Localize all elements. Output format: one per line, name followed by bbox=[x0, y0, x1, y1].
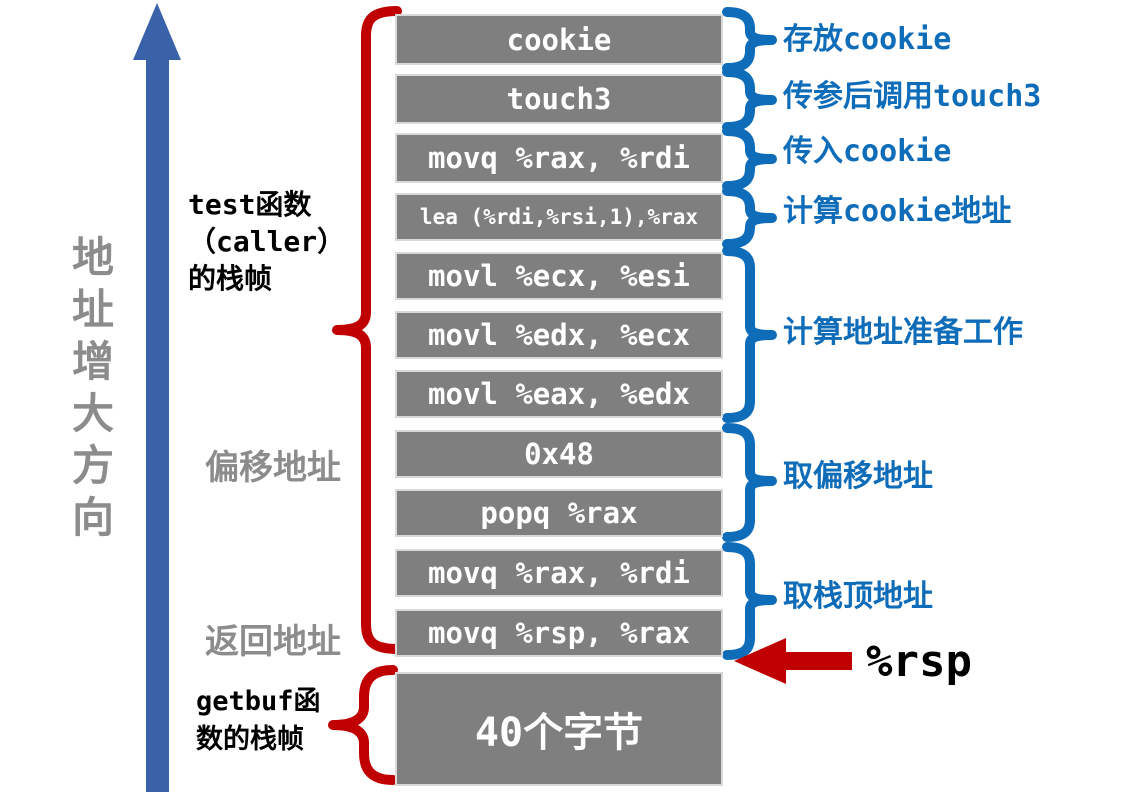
axis-char: 方 bbox=[71, 441, 114, 490]
axis-char: 地 bbox=[71, 233, 114, 282]
stack-box-movq-rax-rdi: movq %rax, %rdi bbox=[395, 133, 723, 183]
stack-box-0x48: 0x48 bbox=[395, 430, 723, 478]
blue-brace-cookie bbox=[722, 7, 777, 73]
stack-box-movq-rax-rdi2: movq %rax, %rdi bbox=[395, 549, 723, 597]
address-direction-label: 地 址 增 大 方 向 bbox=[68, 232, 118, 552]
return-address-label: 返回地址 bbox=[205, 622, 341, 662]
stack-box-cookie: cookie bbox=[395, 14, 723, 65]
annotation-get-stack-top-addr: 取栈顶地址 bbox=[783, 579, 933, 614]
getbuf-frame-line: getbuf函 bbox=[196, 686, 321, 717]
blue-brace-offset-addr bbox=[722, 423, 777, 542]
stack-box-movq-rsp-rax: movq %rsp, %rax bbox=[395, 609, 723, 657]
offset-address-label: 偏移地址 bbox=[205, 448, 341, 488]
getbuf-frame-line: 数的栈帧 bbox=[196, 724, 304, 755]
annotation-get-offset-addr: 取偏移地址 bbox=[783, 459, 933, 494]
test-frame-line: test函数 bbox=[188, 188, 312, 221]
red-brace-getbuf-frame bbox=[328, 665, 398, 785]
axis-char: 增 bbox=[71, 337, 114, 386]
stack-box-popq-rax: popq %rax bbox=[395, 489, 723, 537]
test-frame-line: （caller） bbox=[188, 225, 346, 258]
annotation-call-touch3: 传参后调用touch3 bbox=[783, 79, 1042, 114]
test-frame-line: 的栈帧 bbox=[188, 262, 273, 295]
stack-box-touch3: touch3 bbox=[395, 74, 723, 124]
stack-box-lea: lea (%rdi,%rsi,1),%rax bbox=[395, 193, 723, 241]
getbuf-frame-label: getbuf函 数的栈帧 bbox=[196, 683, 321, 759]
stack-box-movl-ecx-esi: movl %ecx, %esi bbox=[395, 252, 723, 300]
stack-box-movl-eax-edx: movl %eax, %edx bbox=[395, 370, 723, 418]
axis-char: 址 bbox=[71, 285, 114, 334]
annotation-compute-cookie-addr: 计算cookie地址 bbox=[783, 194, 1012, 229]
blue-brace-stack-top-addr bbox=[722, 542, 777, 660]
blue-brace-compute-cookie-addr bbox=[722, 186, 777, 249]
axis-char: 大 bbox=[71, 389, 114, 438]
axis-char: 向 bbox=[71, 493, 114, 542]
address-direction-up-arrow bbox=[133, 3, 181, 792]
blue-brace-touch3 bbox=[722, 67, 777, 132]
stack-box-40-bytes: 40个字节 bbox=[395, 672, 723, 786]
annotation-pass-cookie: 传入cookie bbox=[783, 134, 952, 169]
rsp-pointer-arrow bbox=[734, 638, 852, 684]
stack-box-movl-edx-ecx: movl %edx, %ecx bbox=[395, 311, 723, 359]
annotation-store-cookie: 存放cookie bbox=[783, 22, 952, 57]
annotation-addr-prep-work: 计算地址准备工作 bbox=[783, 315, 1023, 350]
test-frame-label: test函数 （caller） 的栈帧 bbox=[188, 186, 345, 297]
blue-brace-pass-cookie bbox=[722, 126, 777, 191]
rsp-register-label: %rsp bbox=[866, 636, 972, 687]
red-brace-test-frame bbox=[332, 6, 402, 654]
blue-brace-prep-work bbox=[722, 246, 777, 423]
